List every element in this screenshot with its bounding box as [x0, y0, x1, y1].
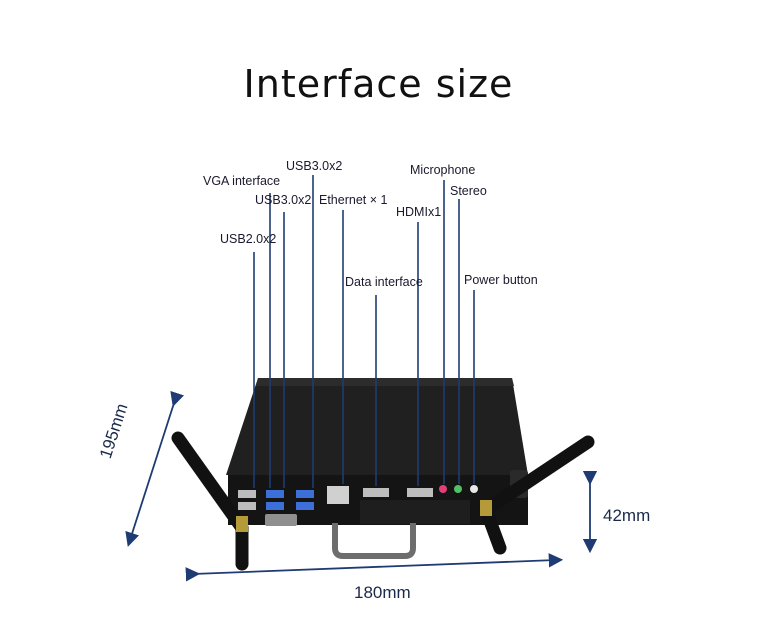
port-microphone	[439, 485, 447, 493]
leader-lines	[253, 175, 475, 488]
port-usb20	[238, 490, 256, 510]
port-data	[363, 488, 389, 497]
label-stereo: Stereo	[450, 184, 487, 198]
label-ethernet: Ethernet × 1	[319, 193, 388, 207]
vent-grille	[360, 500, 470, 524]
page-title: Interface size	[243, 62, 514, 106]
port-stereo	[454, 485, 462, 493]
label-width: 180mm	[354, 583, 411, 602]
port-ethernet	[327, 486, 349, 504]
label-data-interface: Data interface	[345, 275, 423, 289]
label-usb30-top: USB3.0x2	[286, 159, 343, 173]
port-hdmi	[407, 488, 433, 497]
label-usb20: USB2.0x2	[220, 232, 277, 246]
label-usb30-mid: USB3.0x2	[255, 193, 312, 207]
label-power-button: Power button	[464, 273, 538, 287]
chassis-top	[226, 378, 528, 475]
port-usb30-a	[266, 490, 284, 510]
handle	[332, 523, 416, 559]
label-microphone: Microphone	[410, 163, 476, 177]
label-height: 42mm	[603, 506, 651, 525]
power-button-shape	[470, 485, 478, 493]
label-vga: VGA interface	[203, 174, 281, 188]
port-usb30-b	[296, 490, 314, 510]
dimension-arrows	[125, 390, 598, 582]
label-hdmi: HDMIx1	[396, 205, 442, 219]
port-vga	[265, 514, 297, 526]
antenna-right	[479, 435, 595, 555]
